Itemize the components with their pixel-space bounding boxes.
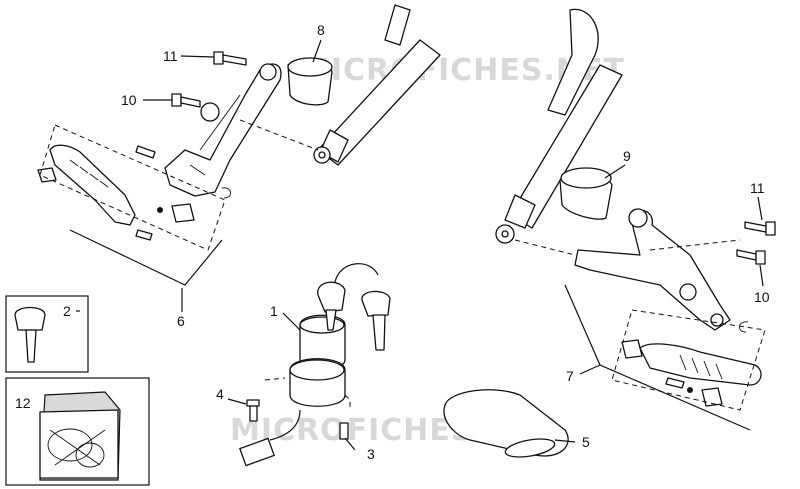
left-group-bracket xyxy=(69,229,223,286)
right-footpeg-outline xyxy=(611,309,766,411)
callout-6: 6 xyxy=(177,313,185,329)
right-bracket-arm xyxy=(574,208,731,331)
tool-bag-12 xyxy=(39,391,121,481)
left-clip xyxy=(221,187,231,199)
callout-3: 3 xyxy=(367,446,375,462)
callout-11-right: 11 xyxy=(750,180,765,196)
left-bracket-arm xyxy=(164,63,282,197)
left-bolt-11 xyxy=(213,51,247,66)
ignition-key-b xyxy=(361,290,391,351)
left-bolt-10 xyxy=(171,93,201,108)
callout-2: 2 xyxy=(63,303,71,319)
ignition-dash xyxy=(264,377,351,410)
key-box xyxy=(5,295,89,373)
leader-lines xyxy=(76,39,764,451)
screw-4 xyxy=(246,399,260,422)
callout-10-left: 10 xyxy=(121,92,137,108)
ignition-key-a xyxy=(317,263,379,331)
set-screw-3 xyxy=(339,422,349,440)
toolkit-box xyxy=(5,377,150,486)
right-footpeg xyxy=(621,339,762,407)
callout-4: 4 xyxy=(216,386,224,402)
right-bolt-11 xyxy=(744,221,776,236)
callout-10-right: 10 xyxy=(754,289,770,305)
left-clamp-8 xyxy=(287,57,333,106)
right-frame-tube xyxy=(495,8,623,244)
right-clamp-9 xyxy=(559,167,613,220)
pouch-5 xyxy=(443,389,569,458)
callout-9: 9 xyxy=(623,148,631,164)
left-footpeg-outline xyxy=(39,124,226,251)
left-frame-tube xyxy=(313,4,441,166)
left-pin xyxy=(135,145,156,159)
callout-1: 1 xyxy=(270,303,278,319)
callout-12: 12 xyxy=(15,395,31,411)
callout-5: 5 xyxy=(582,434,590,450)
callout-11-left: 11 xyxy=(163,48,178,64)
callout-7: 7 xyxy=(566,368,574,384)
right-bolt-10 xyxy=(736,249,766,265)
spare-key-2 xyxy=(14,306,46,363)
left-footpeg xyxy=(37,144,195,241)
callout-8: 8 xyxy=(317,22,325,38)
right-dash-link xyxy=(514,239,741,256)
left-dash-link xyxy=(239,119,319,151)
